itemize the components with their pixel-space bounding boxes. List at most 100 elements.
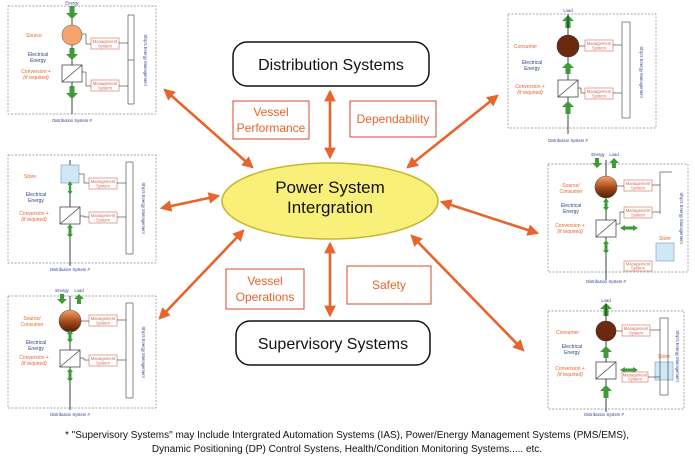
load-label: Load: [563, 8, 573, 13]
module-top-left: Energy Source Electrical Energy Conversi…: [7, 1, 157, 123]
electrical-label: Electrical: [26, 192, 46, 198]
ships-energy-management-label: Ship's Energy Management: [141, 182, 146, 234]
double-arrow-icon: [163, 88, 254, 169]
module-middle-right: Energy Load Source/ Consumer Electrical …: [547, 152, 689, 284]
module-top-right: Load Consumer Electrical Energy Conversi…: [507, 8, 657, 143]
svg-text:System: System: [96, 361, 110, 366]
distribution-system-label: Distribution System #: [52, 118, 92, 123]
ships-energy-management-label: Ship's Energy Management: [679, 192, 684, 244]
svg-text:System: System: [98, 44, 112, 49]
svg-text:Management: Management: [93, 39, 118, 44]
source-consumer-icon: [594, 175, 618, 199]
vessel-performance-box: Vessel Performance: [232, 100, 310, 140]
electrical-label: Electrical: [561, 203, 581, 209]
ships-energy-management-label: Ship's Energy Management: [143, 34, 148, 86]
management-system-box: Management System: [584, 39, 614, 52]
electrical-label-2: Energy: [524, 66, 540, 72]
module-bottom-right: Load Consumer Electrical Energy Conversi…: [547, 298, 685, 417]
double-arrow-icon: [410, 234, 525, 352]
svg-text:Management: Management: [624, 326, 649, 331]
dependability-label: Dependability: [357, 112, 430, 126]
management-system-box: Management System: [621, 371, 649, 383]
conversion-label: Conversion +: [515, 84, 545, 90]
svg-text:Management: Management: [626, 208, 651, 213]
svg-text:System: System: [592, 46, 606, 51]
consumer-icon: [595, 320, 617, 342]
electrical-label-2: Energy: [28, 198, 44, 204]
distribution-systems-box: Distribution Systems: [232, 41, 430, 87]
store-icon: [655, 242, 675, 262]
svg-text:Management: Management: [626, 181, 651, 186]
store-icon: [654, 361, 674, 381]
supervisory-systems-label: Supervisory Systems: [258, 336, 408, 353]
svg-text:System: System: [631, 186, 645, 191]
svg-text:System: System: [96, 321, 110, 326]
distribution-system-label: Distribution System #: [584, 412, 624, 417]
vessel-operations-line2: Operations: [236, 290, 295, 304]
module-bottom-left: Energy Load Source/ Consumer Electrical …: [7, 288, 157, 417]
management-system-box: Management System: [88, 211, 118, 224]
load-label: Load: [74, 288, 84, 293]
conversion-label: Conversion +: [21, 69, 51, 75]
electrical-label-2: Energy: [563, 209, 579, 215]
svg-text:Management: Management: [91, 316, 116, 321]
double-arrow-icon: [439, 199, 540, 236]
energy-label: Energy: [65, 1, 79, 6]
management-system-box: Management System: [90, 37, 120, 50]
role-label: Consumer: [514, 44, 537, 50]
distribution-system-label: Distribution System #: [50, 267, 90, 272]
center-hub: Power System Intergration: [221, 162, 439, 240]
role-label: Source/: [23, 316, 41, 322]
management-system-box: Management System: [584, 87, 614, 100]
management-system-box: Management System: [623, 206, 653, 219]
role-label: Source/: [562, 183, 580, 189]
connection-arrows: [158, 88, 540, 352]
consumer-icon: [556, 34, 580, 58]
electrical-label-2: Energy: [30, 58, 46, 64]
management-system-box: Management System: [88, 177, 118, 190]
electrical-label: Electrical: [28, 52, 48, 58]
store-icon: [60, 164, 80, 184]
dependability-box: Dependability: [349, 100, 437, 138]
conversion-label-2: (if required): [517, 90, 543, 96]
ships-energy-management-label: Ship's Energy Management: [141, 326, 146, 378]
footnote-line1: * "Supervisory Systems" may Include Inte…: [65, 430, 629, 441]
conversion-label: Conversion +: [19, 211, 49, 217]
svg-text:System: System: [628, 377, 642, 382]
conversion-label-2: (if required): [557, 372, 583, 378]
management-system-box: Management System: [623, 179, 653, 192]
svg-text:Management: Management: [626, 262, 651, 267]
conversion-label: Conversion +: [555, 223, 585, 229]
source-icon: [61, 24, 83, 46]
vessel-operations-box: Vessel Operations: [225, 268, 305, 310]
management-system-box: Management System: [90, 79, 120, 92]
svg-text:System: System: [96, 218, 110, 223]
management-system-box: Management System: [88, 354, 118, 367]
electrical-label: Electrical: [522, 60, 542, 66]
svg-text:Management: Management: [91, 179, 116, 184]
svg-text:System: System: [592, 94, 606, 99]
management-system-box: Management System: [621, 324, 651, 337]
ships-energy-management-label: Ship's Energy Management: [639, 46, 644, 98]
store-label: Store: [659, 236, 671, 242]
load-label: Load: [609, 152, 619, 157]
vessel-performance-line1: Vessel: [253, 105, 288, 119]
safety-box: Safety: [346, 265, 432, 305]
conversion-label-2: (if required): [21, 217, 47, 223]
energy-label: Energy: [55, 288, 69, 293]
svg-text:Management: Management: [623, 373, 648, 378]
svg-text:System: System: [631, 266, 645, 271]
svg-text:System: System: [631, 213, 645, 218]
double-arrow-icon: [159, 192, 221, 212]
store-label: Store: [658, 354, 670, 360]
footnote-line2: Dynamic Positioning (DP) Control Systens…: [152, 444, 542, 455]
conversion-label-2: (if required): [21, 361, 47, 367]
center-title-line2: Intergration: [287, 198, 373, 217]
role-label: Source: [26, 33, 42, 39]
svg-text:Management: Management: [587, 41, 612, 46]
electrical-label: Electrical: [26, 340, 46, 346]
double-arrow-icon: [158, 229, 245, 320]
electrical-label-2: Energy: [28, 346, 44, 352]
electrical-label: Electrical: [562, 344, 582, 350]
